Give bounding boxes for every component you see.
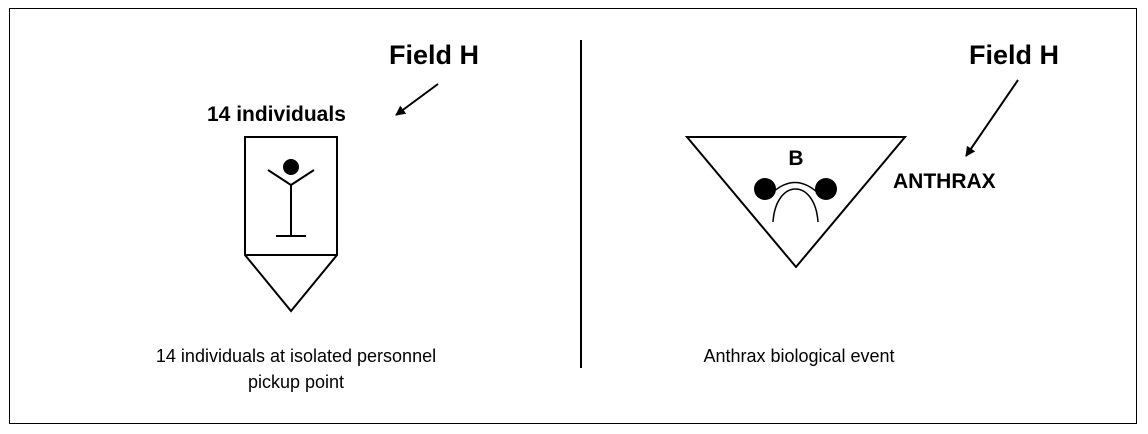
amplifier-anthrax: ANTHRAX	[893, 170, 996, 193]
figure-frame	[9, 8, 1137, 424]
field-h-arrow-left	[395, 83, 439, 116]
caption-right: Anthrax biological event	[703, 346, 895, 366]
field-h-label-left: Field H	[389, 40, 480, 70]
field-h-arrow-right	[965, 79, 1019, 157]
biological-event-symbol	[684, 136, 908, 269]
field-h-label-right: Field H	[969, 40, 1060, 70]
person-figure-icon	[267, 159, 315, 237]
biological-letter: B	[788, 147, 804, 170]
caption-left-line2: pickup point	[247, 372, 345, 392]
caption-left: 14 individuals at isolated personnel pic…	[96, 343, 496, 395]
panel-divider	[580, 40, 582, 368]
personnel-pickup-symbol	[244, 136, 338, 313]
amplifier-individuals: 14 individuals	[207, 103, 346, 126]
caption-left-line1: 14 individuals at isolated personnel	[155, 346, 437, 366]
